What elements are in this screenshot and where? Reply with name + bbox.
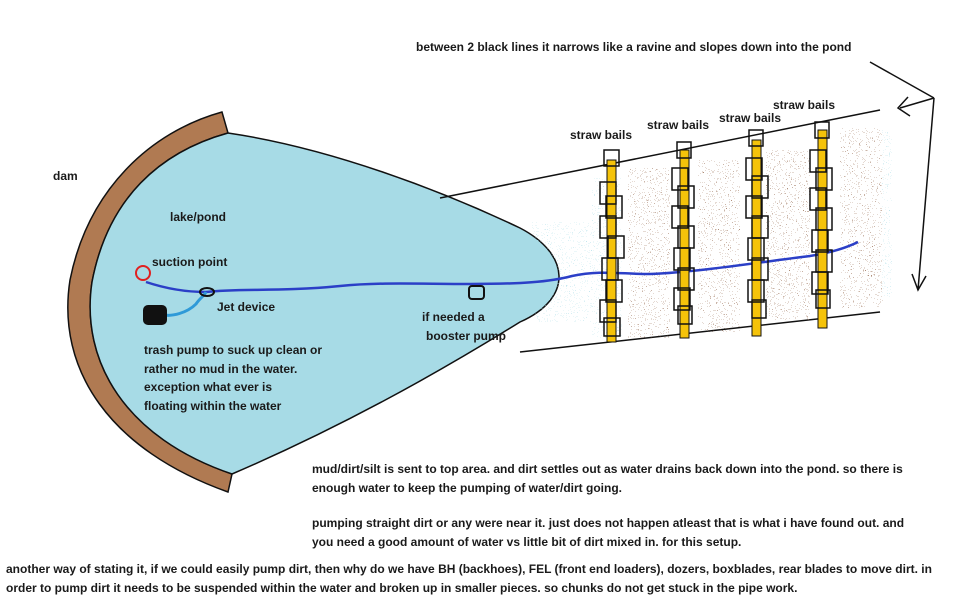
silt-band: [766, 150, 810, 320]
suction-point-marker: [135, 265, 151, 281]
booster-pump-label: if needed a booster pump: [422, 308, 506, 345]
lake-label: lake/pond: [170, 210, 227, 224]
water-spray: [882, 130, 892, 300]
straw-bails-label: straw bails: [719, 111, 782, 125]
trash-pump-note: trash pump to suck up clean or rather no…: [144, 341, 322, 415]
dam-label: dam: [53, 169, 78, 183]
straw-bail-column: [599, 149, 625, 343]
jet-device-label: Jet device: [217, 300, 276, 314]
lake-shape: [89, 132, 560, 475]
top-note: between 2 black lines it narrows like a …: [416, 40, 852, 54]
trash-pump: [143, 305, 167, 325]
straw-bails-label: straw bails: [570, 128, 633, 142]
straw-bail-column: [745, 129, 769, 337]
pumping-note: pumping straight dirt or any were near i…: [312, 516, 905, 549]
trash-pump-note-line: floating within the water: [144, 398, 282, 413]
suction-point-label: suction point: [152, 255, 228, 269]
silt-band: [628, 168, 670, 338]
straw-bails-label: straw bails: [647, 118, 710, 132]
silt-band: [698, 160, 740, 332]
slope-arrow: [869, 61, 935, 292]
straw-bails-label: straw bails: [773, 98, 836, 112]
booster-pump-label-line: if needed a: [422, 310, 485, 324]
trash-pump-note-line: rather no mud in the water.: [144, 361, 298, 376]
straw-bail-column: [809, 121, 833, 329]
silt-band: [840, 128, 884, 308]
straw-bail-column: [671, 141, 695, 339]
bottom-note: another way of stating it, if we could e…: [6, 562, 932, 595]
booster-pump-label-line: booster pump: [426, 328, 506, 343]
silt-note: mud/dirt/silt is sent to top area. and d…: [312, 462, 903, 495]
silt-deposits: [532, 128, 892, 338]
booster-pump-marker: [468, 285, 485, 300]
trash-pump-note-line: exception what ever is: [144, 380, 273, 395]
trash-pump-note-line: trash pump to suck up clean or: [144, 343, 323, 357]
jet-device-marker: [199, 287, 215, 297]
ravine-upper-line: [439, 109, 881, 199]
